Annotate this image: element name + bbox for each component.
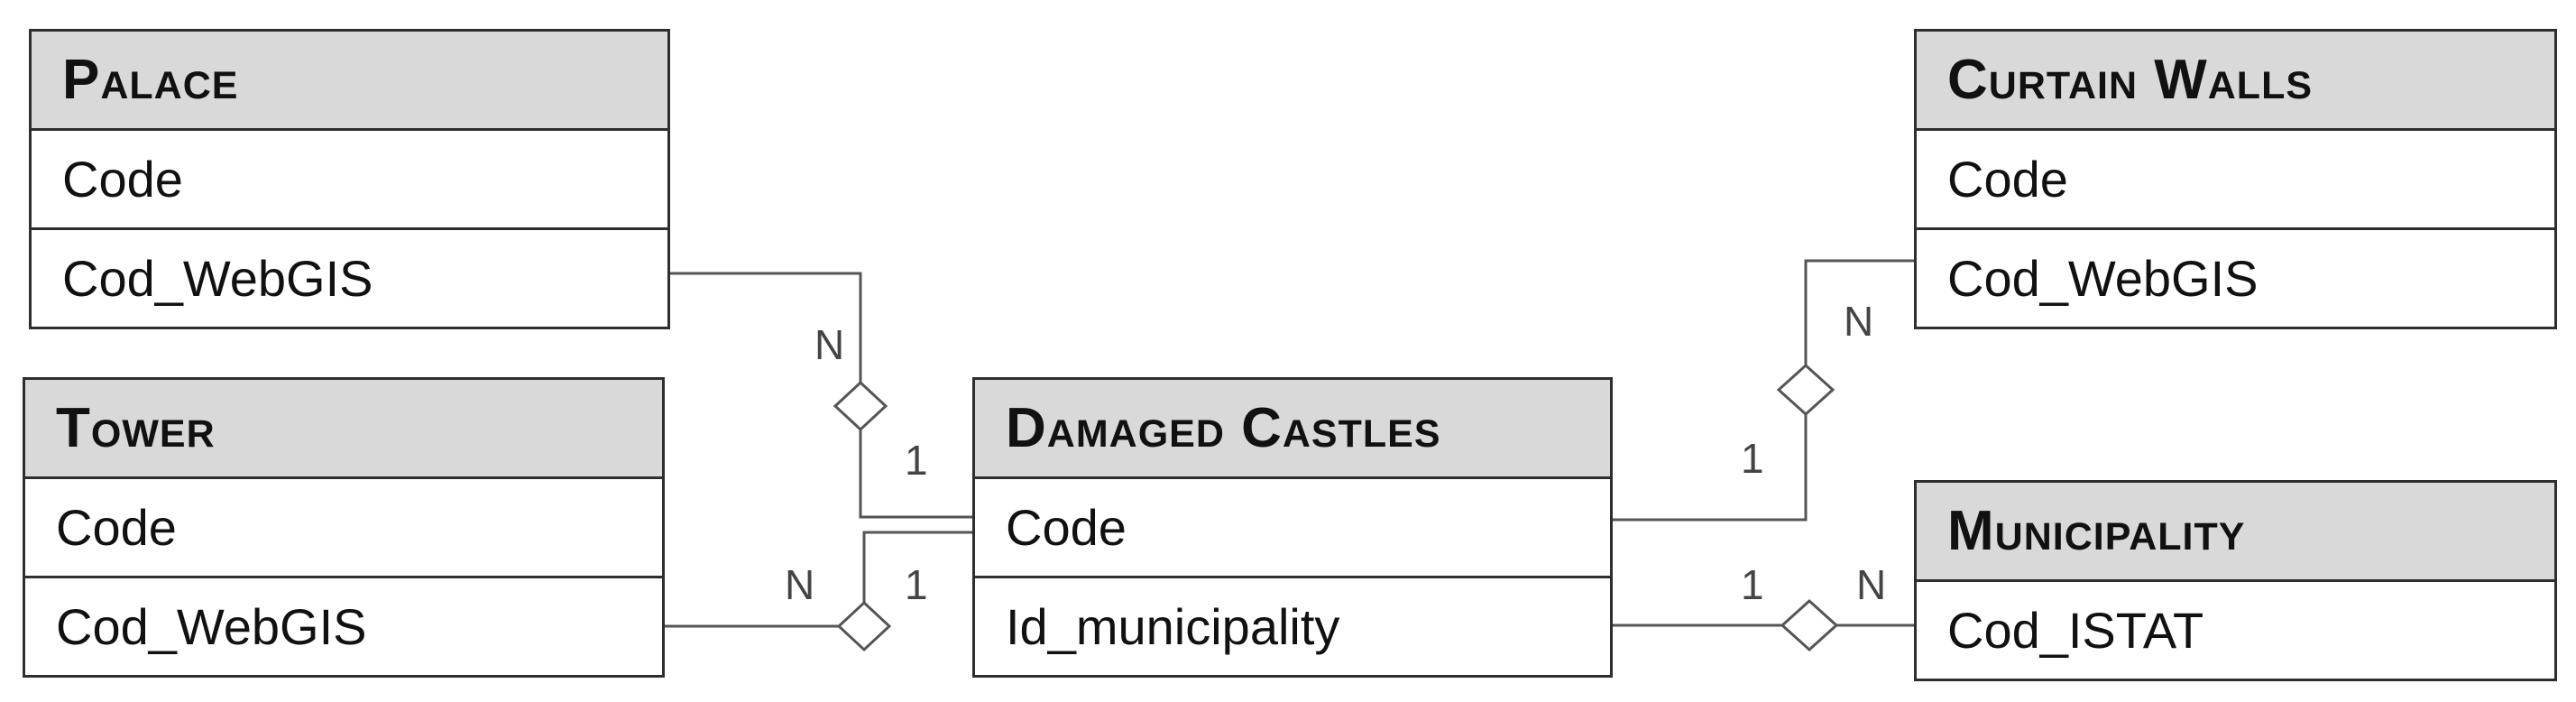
entity-title: Curtain Walls	[1917, 32, 2554, 128]
cardinality-label: N	[785, 561, 814, 608]
relationship-diamond	[833, 380, 888, 432]
palace-castles-link	[670, 272, 862, 383]
entity-title: Palace	[32, 32, 667, 128]
cardinality-label: 1	[905, 561, 928, 608]
cardinality-label: 1	[1741, 561, 1764, 608]
cardinality-label: N	[814, 321, 844, 368]
relationship-diamond	[836, 600, 892, 652]
entity-attribute: Code	[32, 128, 667, 227]
cardinality-label: 1	[905, 437, 928, 484]
entity-attribute: Code	[25, 476, 662, 576]
tower-castles-link-upper	[862, 531, 972, 603]
entity-title: Tower	[25, 380, 662, 476]
curtainwalls-castles-link-upper	[1804, 259, 1914, 365]
entity-curtain-walls: Curtain Walls Code Cod_WebGIS	[1914, 29, 2557, 329]
entity-attribute: Code	[975, 476, 1610, 576]
entity-attribute: Cod_ISTAT	[1917, 579, 2554, 679]
entity-palace: Palace Code Cod_WebGIS	[29, 29, 670, 329]
cardinality-label: N	[1856, 561, 1886, 608]
entity-damaged-castles: Damaged Castles Code Id_municipality	[972, 377, 1613, 678]
entity-attribute: Id_municipality	[975, 576, 1610, 675]
palace-castles-link-lower	[859, 430, 972, 519]
relationship-diamond	[1780, 598, 1839, 652]
curtainwalls-castles-link-lower	[1613, 414, 1808, 522]
entity-attribute: Code	[1917, 128, 2554, 227]
entity-title: Damaged Castles	[975, 380, 1610, 476]
entity-municipality: Municipality Cod_ISTAT	[1914, 480, 2557, 681]
entity-title: Municipality	[1917, 483, 2554, 579]
entity-attribute: Cod_WebGIS	[32, 227, 667, 327]
entity-attribute: Cod_WebGIS	[1917, 227, 2554, 327]
entity-attribute: Cod_WebGIS	[25, 576, 662, 675]
relationship-diamond	[1776, 363, 1835, 417]
cardinality-label: N	[1844, 298, 1873, 345]
cardinality-label: 1	[1741, 435, 1764, 482]
entity-tower: Tower Code Cod_WebGIS	[23, 377, 665, 678]
